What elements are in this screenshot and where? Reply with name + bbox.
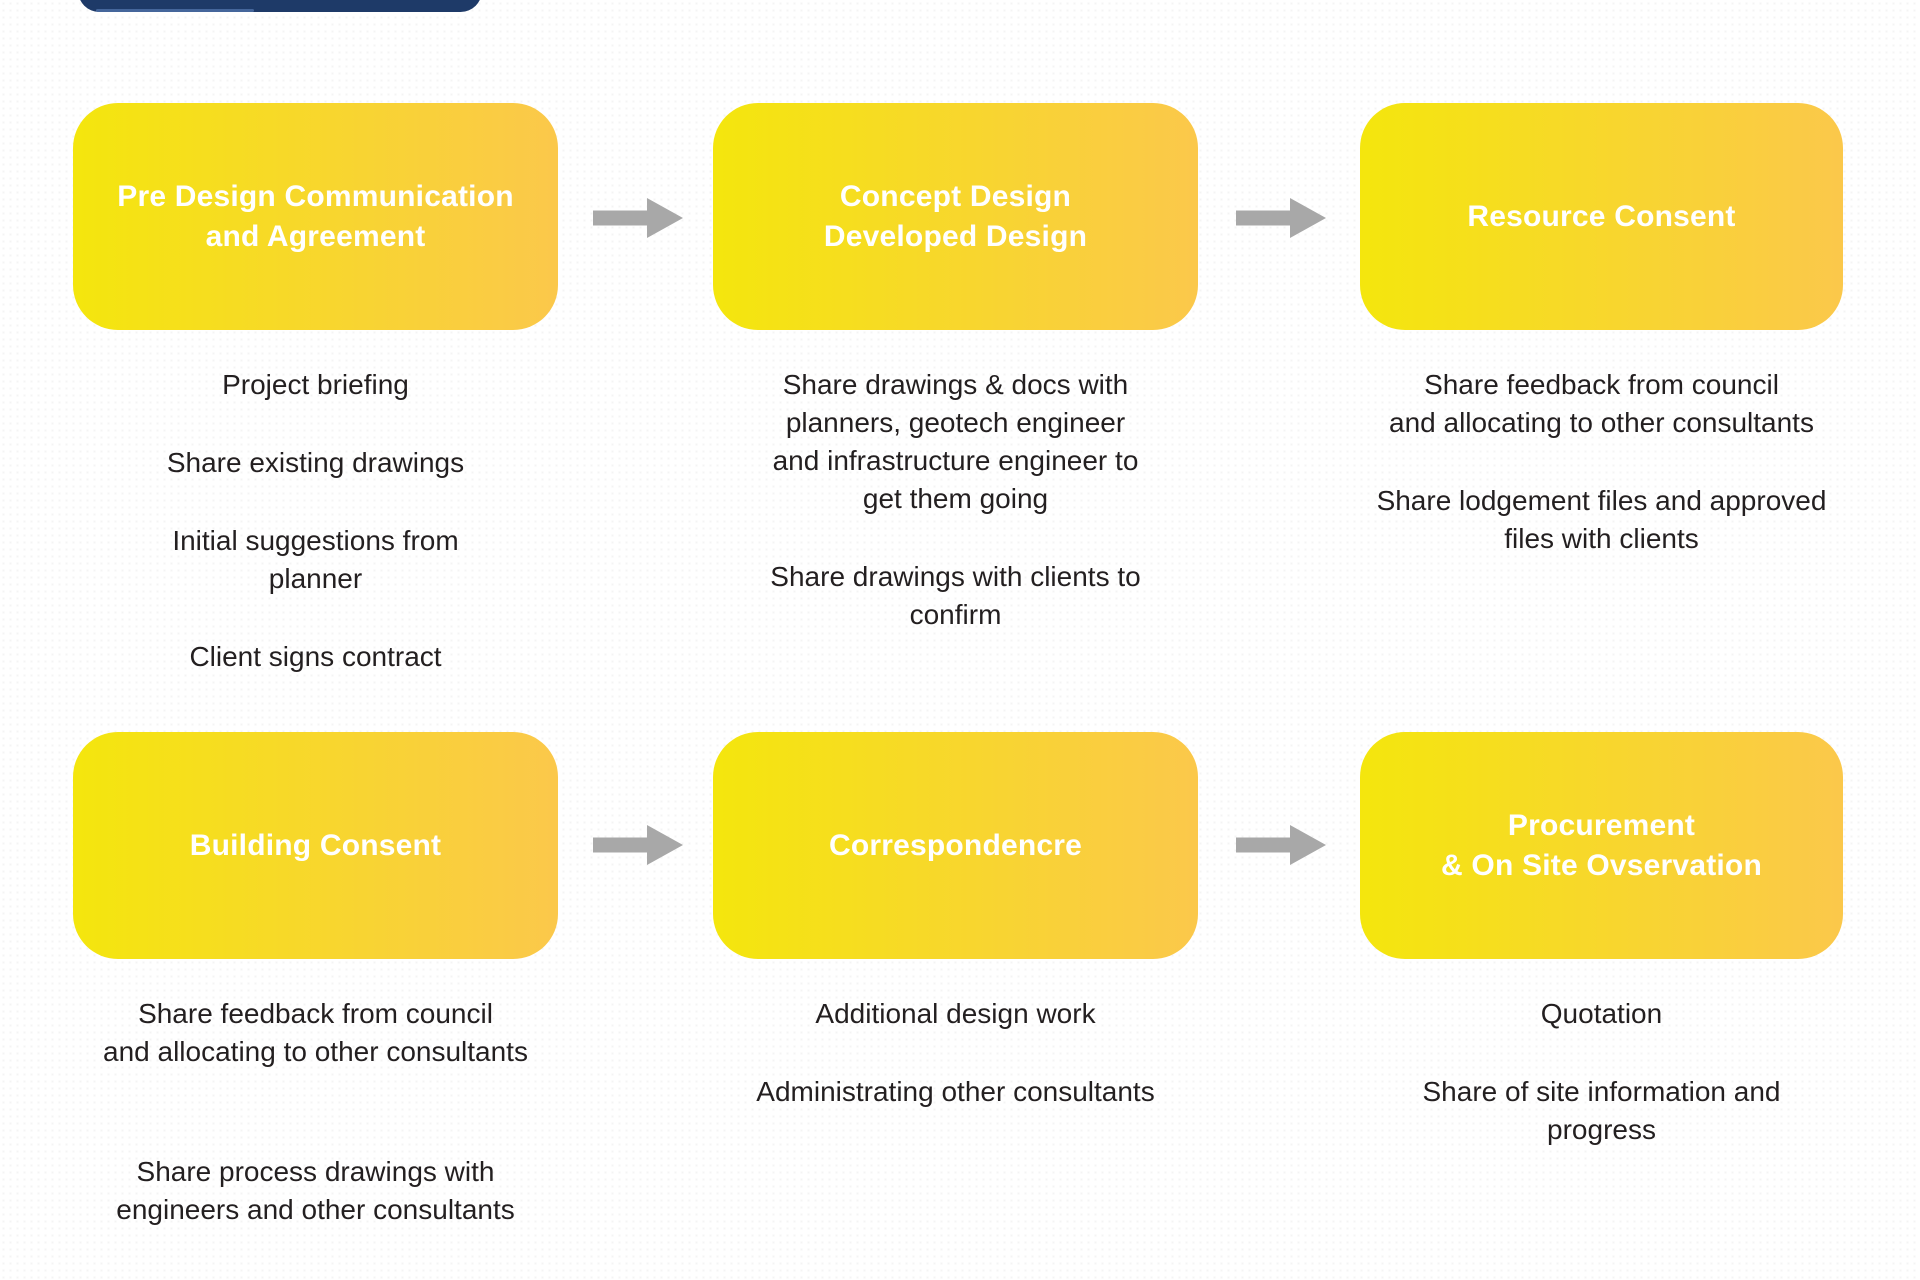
stage-box: Pre Design Communication and Agreement [73, 103, 558, 330]
note-item: Share feedback from council and allocati… [1389, 369, 1814, 438]
stage-notes: Share feedback from council and allocati… [1320, 366, 1883, 558]
arrow-right-icon [1236, 198, 1326, 238]
stage-box: Concept Design Developed Design [713, 103, 1198, 330]
stage-title: Pre Design Communication and Agreement [117, 179, 514, 253]
stage-title: Correspondencre [828, 828, 1083, 862]
arrow-right-icon [593, 825, 683, 865]
note-item: Share feedback from council and allocati… [103, 998, 528, 1067]
note-item: Share lodgement files and approved files… [1376, 485, 1827, 554]
note-item: Share drawings & docs with planners, geo… [772, 369, 1139, 514]
note-item: Additional design work [815, 998, 1096, 1029]
stage-correspondence: Correspondencre Additional design work A… [713, 732, 1198, 1111]
stage-notes: Project briefing Share existing drawings… [33, 366, 598, 676]
logo-bar [78, 0, 482, 12]
stage-box: Procurement & On Site Ovservation [1360, 732, 1843, 959]
note-item: Project briefing [222, 369, 409, 400]
stage-box: Building Consent [73, 732, 558, 959]
note-item: Share existing drawings [166, 447, 465, 478]
arrow-right-icon [1236, 825, 1326, 865]
stage-box: Correspondencre [713, 732, 1198, 959]
stage-title: Resource Consent [1467, 199, 1736, 233]
stage-title: Building Consent [189, 828, 442, 862]
stage-procurement-observation: Procurement & On Site Ovservation Quotat… [1360, 732, 1843, 1149]
stage-pre-design: Pre Design Communication and Agreement P… [73, 103, 558, 676]
note-item: Initial suggestions from planner [172, 525, 459, 594]
note-item: Quotation [1540, 998, 1663, 1029]
stage-concept-design: Concept Design Developed Design Share dr… [713, 103, 1198, 634]
arrow-right-icon [593, 198, 683, 238]
note-item: Share drawings with clients to confirm [770, 561, 1141, 630]
note-item: Client signs contract [189, 641, 442, 672]
note-item: Share process drawings with engineers an… [116, 1156, 515, 1225]
stage-notes: Additional design work Administrating ot… [673, 995, 1238, 1111]
stage-title: Concept Design Developed Design [823, 179, 1088, 253]
note-item: Administrating other consultants [756, 1076, 1155, 1107]
note-item: Share of site information and progress [1422, 1076, 1781, 1145]
stage-notes: Share drawings & docs with planners, geo… [673, 366, 1238, 634]
stage-title: Procurement & On Site Ovservation [1441, 808, 1762, 882]
stage-building-consent: Building Consent Share feedback from cou… [73, 732, 558, 1229]
stage-notes: Quotation Share of site information and … [1320, 995, 1883, 1149]
stage-notes: Share feedback from council and allocati… [33, 995, 598, 1229]
stage-box: Resource Consent [1360, 103, 1843, 330]
stage-resource-consent: Resource Consent Share feedback from cou… [1360, 103, 1843, 558]
